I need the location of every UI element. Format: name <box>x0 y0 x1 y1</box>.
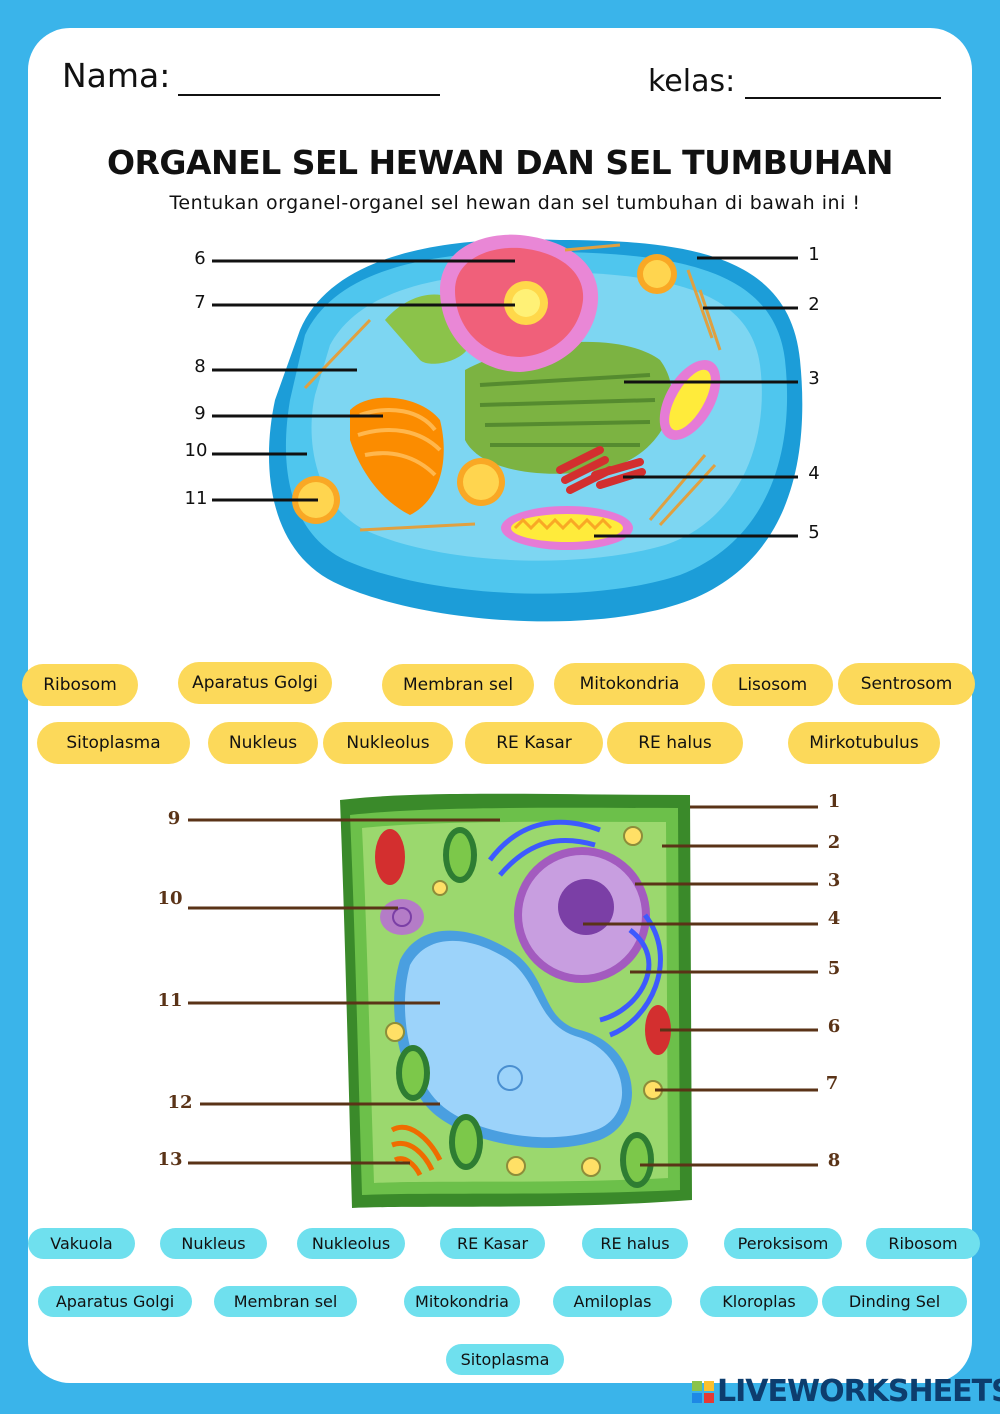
animal-option-re-halus[interactable]: RE halus <box>607 722 743 764</box>
animal-label-9: 9 <box>194 403 206 424</box>
plant-label-12: 12 <box>167 1092 193 1113</box>
animal-label-7: 7 <box>194 292 206 313</box>
animal-option-nukleus[interactable]: Nukleus <box>208 722 318 764</box>
animal-option-sitoplasma[interactable]: Sitoplasma <box>37 722 190 764</box>
animal-label-5: 5 <box>808 522 820 543</box>
plant-option-peroksisom[interactable]: Peroksisom <box>724 1228 842 1259</box>
animal-label-3: 3 <box>808 368 820 389</box>
animal-option-re-kasar[interactable]: RE Kasar <box>465 722 603 764</box>
plant-option-nukleus[interactable]: Nukleus <box>160 1228 267 1259</box>
animal-centrosome <box>556 446 646 494</box>
liveworksheets-logo: LIVEWORKSHEETS <box>692 1374 1000 1409</box>
animal-option-lisosom[interactable]: Lisosom <box>712 664 833 706</box>
animal-label-10: 10 <box>184 440 208 461</box>
class-field[interactable] <box>745 97 941 99</box>
animal-er <box>385 294 672 474</box>
plant-option-kloroplas[interactable]: Kloroplas <box>700 1286 818 1317</box>
page-title: ORGANEL SEL HEWAN DAN SEL TUMBUHAN <box>106 143 894 182</box>
animal-option-mikrotubulus[interactable]: Mirkotubulus <box>788 722 940 764</box>
animal-golgi <box>350 397 444 515</box>
animal-option-mitokondria[interactable]: Mitokondria <box>554 663 705 705</box>
animal-option-sentrosom[interactable]: Sentrosom <box>838 663 975 705</box>
plant-label-6: 6 <box>827 1016 841 1037</box>
plant-nucleus <box>514 847 650 983</box>
animal-label-lines <box>212 256 798 538</box>
animal-label-6: 6 <box>194 248 206 269</box>
plant-label-13: 13 <box>157 1149 183 1170</box>
plant-option-sitoplasma[interactable]: Sitoplasma <box>446 1344 564 1375</box>
plant-label-lines <box>188 805 818 1167</box>
plant-label-11: 11 <box>157 990 183 1011</box>
plant-cell-illustration <box>340 793 692 1208</box>
plant-option-re-halus[interactable]: RE halus <box>582 1228 688 1259</box>
plant-label-8: 8 <box>827 1150 841 1171</box>
animal-label-2: 2 <box>808 294 820 315</box>
plant-option-dinding-sel[interactable]: Dinding Sel <box>822 1286 967 1317</box>
animal-label-8: 8 <box>194 356 206 377</box>
animal-option-aparatus-golgi[interactable]: Aparatus Golgi <box>178 662 332 704</box>
animal-option-nukleolus[interactable]: Nukleolus <box>323 722 453 764</box>
class-label: kelas: <box>648 64 736 99</box>
plant-option-membran-sel[interactable]: Membran sel <box>214 1286 357 1317</box>
animal-cell-illustration <box>268 234 803 622</box>
plant-chloroplasts <box>396 827 654 1188</box>
plant-option-re-kasar[interactable]: RE Kasar <box>440 1228 545 1259</box>
animal-label-11: 11 <box>184 488 208 509</box>
plant-label-10: 10 <box>157 888 183 909</box>
plant-label-7: 7 <box>825 1073 839 1094</box>
plant-option-nukleolus[interactable]: Nukleolus <box>297 1228 405 1259</box>
animal-microtubules <box>303 243 722 532</box>
plant-label-2: 2 <box>827 832 841 853</box>
plant-option-mitokondria[interactable]: Mitokondria <box>404 1286 520 1317</box>
plant-option-ribosom[interactable]: Ribosom <box>866 1228 980 1259</box>
animal-label-1: 1 <box>808 244 820 265</box>
plant-label-3: 3 <box>827 870 841 891</box>
plant-option-aparatus-golgi[interactable]: Aparatus Golgi <box>38 1286 192 1317</box>
plant-label-4: 4 <box>827 908 841 929</box>
instruction-text: Tentukan organel-organel sel hewan dan s… <box>169 192 861 214</box>
plant-option-vakuola[interactable]: Vakuola <box>28 1228 135 1259</box>
plant-option-amiloplas[interactable]: Amiloplas <box>553 1286 672 1317</box>
animal-lysosomes <box>292 254 677 524</box>
logo-icon <box>692 1380 714 1403</box>
plant-label-5: 5 <box>827 958 841 979</box>
plant-label-9: 9 <box>167 808 181 829</box>
logo-text: LIVEWORKSHEETS <box>717 1374 1000 1409</box>
name-label: Nama: <box>62 56 171 95</box>
plant-label-1: 1 <box>827 791 841 812</box>
animal-option-ribosom[interactable]: Ribosom <box>22 664 138 706</box>
animal-mitochondria <box>501 360 721 550</box>
animal-option-membran-sel[interactable]: Membran sel <box>382 664 534 706</box>
animal-nucleus <box>440 234 599 372</box>
animal-label-4: 4 <box>808 463 820 484</box>
name-field[interactable] <box>178 94 440 96</box>
